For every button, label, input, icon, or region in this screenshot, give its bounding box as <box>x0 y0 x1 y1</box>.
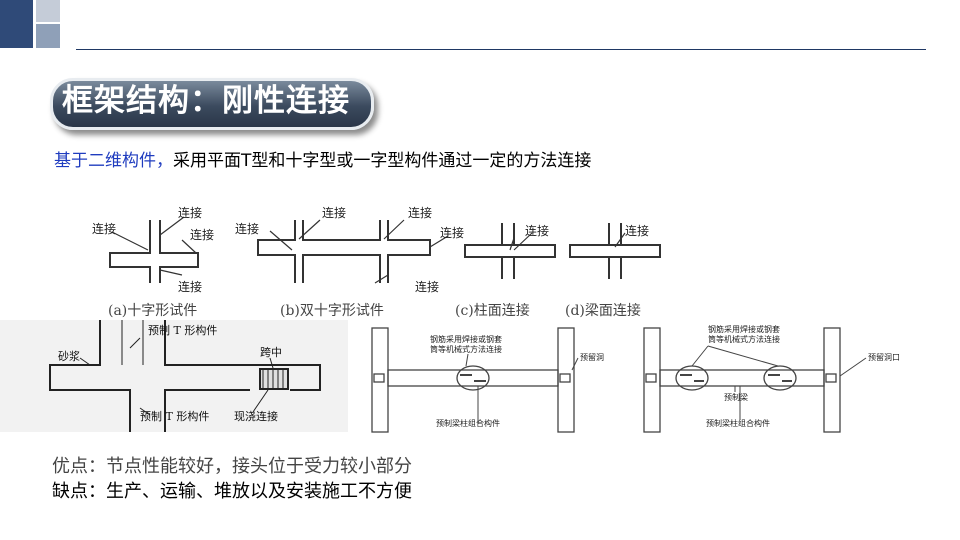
advantage-note: 优点：节点性能较好，接头位于受力较小部分 <box>52 456 412 477</box>
intro-highlight: 基于二维构件， <box>54 151 173 171</box>
label-combo: 预制梁柱组合构件 <box>706 418 770 428</box>
caption-b: (b)双十字形试件 <box>280 303 384 319</box>
label-connect-a-left: 连接 <box>92 221 116 236</box>
label-rebar-2: 筒等机械式方法连接 <box>708 334 780 344</box>
label-reserve: 预留洞 <box>580 352 604 362</box>
corner-square-dark <box>0 0 33 48</box>
label-connect-b-bottom: 连接 <box>415 279 439 294</box>
label-cast: 现浇连接 <box>234 410 278 423</box>
intro-sentence: 基于二维构件，采用平面T型和十字型或一字型构件通过一定的方法连接 <box>54 146 591 171</box>
beam-column-diagram-double: 钢筋采用焊接或钢套 筒等机械式方法连接 预留洞口 预制梁 预制梁柱组合构件 <box>643 324 900 433</box>
disadvantage-note: 缺点：生产、运输、堆放以及安装施工不方便 <box>52 481 412 502</box>
label-connect-c: 连接 <box>525 223 549 238</box>
top-diagram-labels: 连接 连接 连接 连接 连接 连接 连接 连接 连接 连接 连接 <box>92 205 649 294</box>
label-connect-a-bottom: 连接 <box>178 279 202 294</box>
label-connect-b-top1: 连接 <box>322 205 346 220</box>
corner-square-mid <box>36 24 60 48</box>
label-connect-a-top: 连接 <box>178 205 202 220</box>
header-rule <box>76 49 926 50</box>
beam-column-diagram-single: 钢筋采用焊接或钢套 筒等机械式方法连接 预留洞 预制梁柱组合构件 <box>371 327 604 433</box>
label-rebar-2: 筒等机械式方法连接 <box>430 344 502 354</box>
page-title: 框架结构：刚性连接 <box>62 83 350 119</box>
label-combo: 预制梁柱组合构件 <box>436 418 500 428</box>
label-midspan: 跨中 <box>260 346 282 359</box>
label-connect-b-left: 连接 <box>235 221 259 236</box>
title-pill <box>50 78 374 130</box>
label-reserve: 预留洞口 <box>868 352 900 362</box>
intro-rest: 采用平面T型和十字型或一字型构件通过一定的方法连接 <box>173 151 592 171</box>
corner-square-light <box>36 0 60 22</box>
label-beam: 预制梁 <box>724 392 748 402</box>
t-joint-diagram: 砂浆 预制 T 形构件 预制 T 形构件 跨中 现浇连接 <box>0 320 348 432</box>
label-rebar-1: 钢筋采用焊接或钢套 <box>708 324 780 334</box>
label-tshape-bottom: 预制 T 形构件 <box>140 409 209 423</box>
caption-a: (a)十字形试件 <box>108 303 198 319</box>
caption-c: (c)柱面连接 <box>455 303 530 319</box>
label-connect-a-right: 连接 <box>190 227 214 242</box>
caption-d: (d)梁面连接 <box>565 303 641 319</box>
top-joint-diagrams: 连接 连接 连接 连接 连接 连接 连接 连接 连接 连接 连接 <box>92 205 661 294</box>
label-connect-b-right: 连接 <box>440 225 464 240</box>
label-tshape-top: 预制 T 形构件 <box>148 323 217 337</box>
label-connect-b-top2: 连接 <box>408 205 432 220</box>
label-rebar-1: 钢筋采用焊接或钢套 <box>430 334 502 344</box>
label-mortar: 砂浆 <box>58 349 80 363</box>
label-connect-d: 连接 <box>625 223 649 238</box>
